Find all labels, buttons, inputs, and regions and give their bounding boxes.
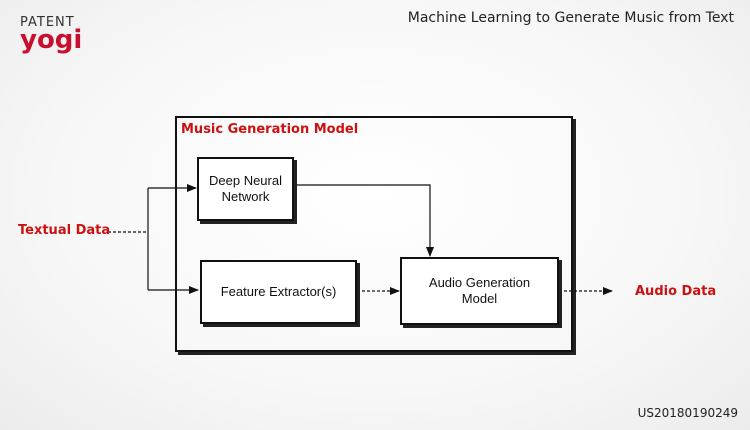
patent-number: US20180190249 [638, 406, 738, 420]
audio-generation-model-box: Audio Generation Model [400, 257, 559, 325]
feature-extractor-label: Feature Extractor(s) [221, 284, 337, 300]
dnn-label-line2: Network [209, 189, 282, 205]
dnn-label-line1: Deep Neural [209, 173, 282, 189]
feature-extractor-box: Feature Extractor(s) [200, 260, 357, 324]
deep-neural-network-box: Deep Neural Network [197, 157, 294, 221]
arrow-dnn-to-audio-gen [294, 185, 430, 256]
input-label: Textual Data [18, 223, 110, 238]
output-label: Audio Data [635, 284, 716, 299]
audio-gen-label-line1: Audio Generation [429, 275, 530, 291]
audio-gen-label-line2: Model [429, 291, 530, 307]
